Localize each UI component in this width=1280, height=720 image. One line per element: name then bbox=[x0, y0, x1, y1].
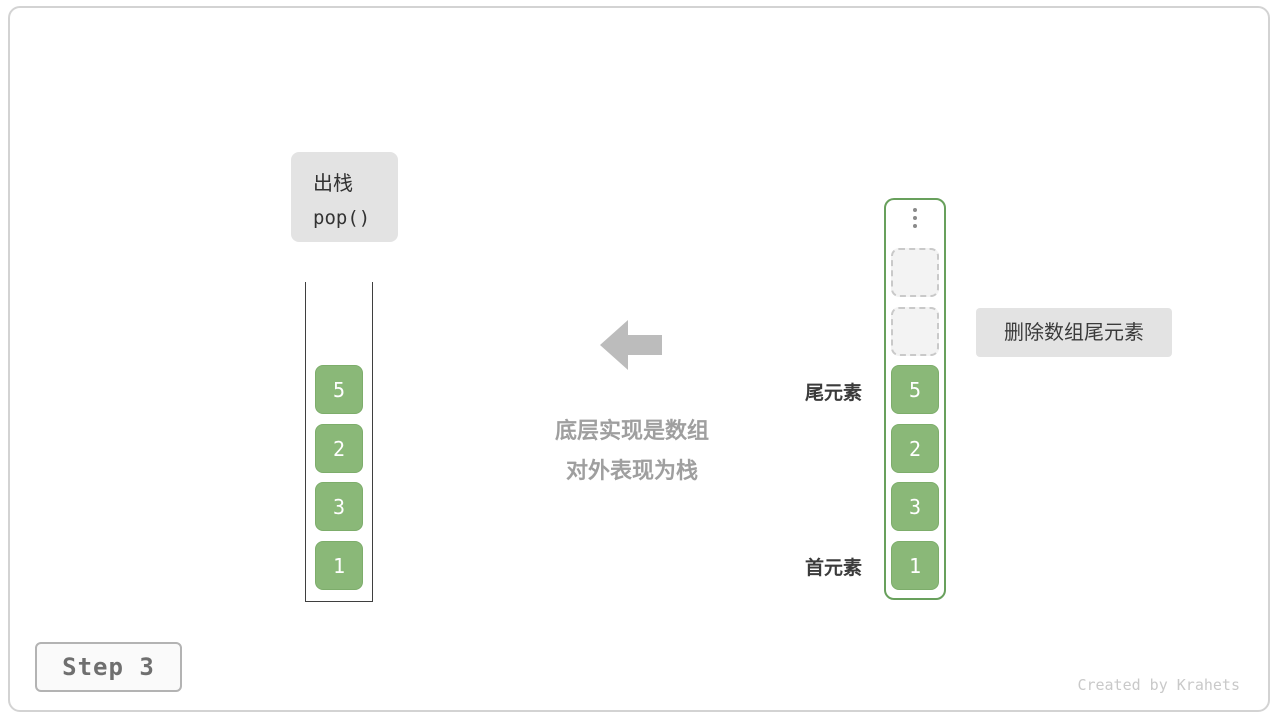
array-cell: 5 bbox=[891, 365, 939, 414]
annotation-text: 底层实现是数组 对外表现为栈 bbox=[482, 412, 782, 492]
array-cell: 1 bbox=[891, 541, 939, 590]
array-empty-cell bbox=[891, 248, 939, 297]
annotation-line-2: 对外表现为栈 bbox=[565, 459, 698, 484]
stack-cell: 1 bbox=[315, 541, 363, 590]
delete-note-box: 删除数组尾元素 bbox=[976, 308, 1172, 357]
operation-title: 出栈 bbox=[313, 171, 353, 195]
stack-cell: 5 bbox=[315, 365, 363, 414]
page-border bbox=[8, 6, 1270, 712]
operation-code: pop() bbox=[313, 207, 371, 229]
operation-label-box: 出栈 pop() bbox=[291, 152, 398, 242]
stack-cell: 2 bbox=[315, 424, 363, 473]
array-empty-cell bbox=[891, 307, 939, 356]
array-cell: 3 bbox=[891, 482, 939, 531]
tail-element-label: 尾元素 bbox=[804, 382, 862, 404]
annotation-line-1: 底层实现是数组 bbox=[554, 419, 709, 444]
head-element-label: 首元素 bbox=[804, 557, 862, 579]
stack-cell: 3 bbox=[315, 482, 363, 531]
arrow-left-icon bbox=[600, 320, 662, 370]
array-cell: 2 bbox=[891, 424, 939, 473]
step-indicator: Step 3 bbox=[35, 642, 182, 692]
credit-text: Created by Krahets bbox=[1077, 676, 1240, 694]
ellipsis-vertical-icon bbox=[912, 208, 918, 228]
